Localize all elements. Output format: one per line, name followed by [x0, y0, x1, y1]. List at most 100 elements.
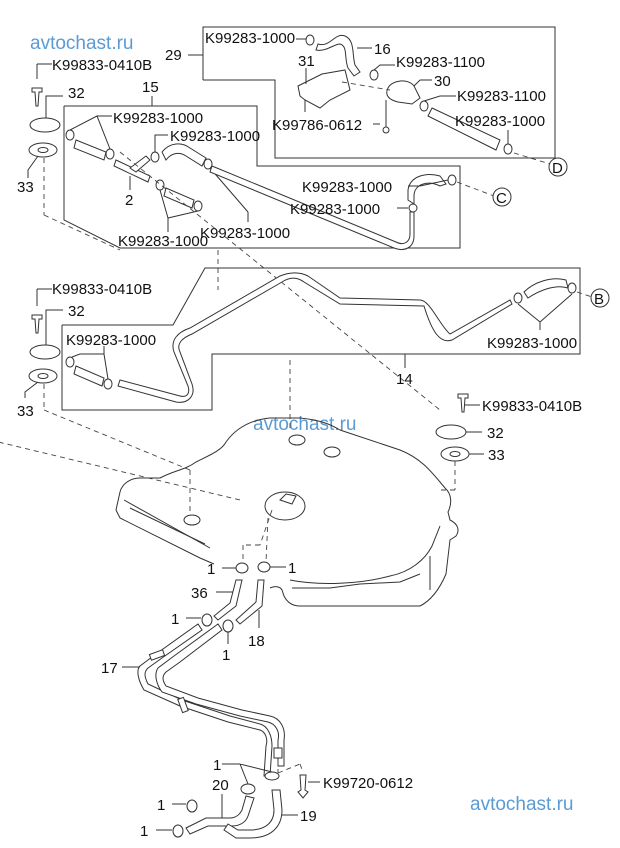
clip-icon	[447, 174, 457, 186]
watermark-top: avtochast.ru	[30, 33, 134, 54]
label-15-clip-d[interactable]: K99283-1000	[200, 225, 290, 242]
washer-hole	[37, 147, 49, 153]
callout-d-label: D	[552, 160, 563, 177]
clip-icon	[203, 158, 213, 170]
tank-mount-hole	[323, 446, 341, 458]
clip-icon	[257, 561, 271, 573]
pipe-14	[117, 272, 513, 403]
clip-icon	[419, 100, 429, 112]
tank-mount-hole	[183, 514, 201, 526]
label-20[interactable]: 20	[212, 777, 229, 794]
clip-icon	[65, 129, 75, 141]
label-mid-screw[interactable]: K99833-0410B	[52, 281, 152, 298]
label-17[interactable]: 17	[101, 660, 118, 677]
hose-20	[185, 795, 255, 835]
fuel-pump-flange	[264, 491, 306, 521]
clip-icon	[305, 34, 315, 46]
pipe-bracket	[273, 747, 283, 759]
clip-icon	[150, 151, 160, 163]
screw-icon	[31, 87, 43, 107]
label-16[interactable]: 16	[374, 41, 391, 58]
label-15-clip-f[interactable]: K99283-1000	[290, 201, 380, 218]
washer-hole	[37, 373, 49, 379]
label-29-end-clip[interactable]: K99283-1000	[455, 113, 545, 130]
label-16-clip[interactable]: K99283-1100	[396, 54, 485, 71]
clip-icon	[240, 783, 256, 795]
screw-icon	[457, 393, 469, 413]
label-14[interactable]: 14	[396, 371, 413, 388]
label-right-32[interactable]: 32	[487, 425, 504, 442]
clip-icon	[103, 378, 113, 390]
label-14-clip-left[interactable]: K99283-1000	[66, 332, 156, 349]
washer-hole	[449, 451, 461, 457]
clip-icon	[65, 356, 75, 368]
clip-icon	[369, 69, 379, 81]
label-19[interactable]: 19	[300, 808, 317, 825]
hose-36	[213, 579, 243, 621]
label-clip-1d[interactable]: 1	[222, 647, 230, 664]
label-mid-32[interactable]: 32	[68, 303, 85, 320]
assembly-14-box	[61, 267, 581, 411]
tank-mount-hole	[288, 434, 306, 446]
label-15-clip-b[interactable]: K99283-1000	[170, 128, 260, 145]
label-36[interactable]: 36	[191, 585, 208, 602]
label-clip-1e[interactable]: 1	[213, 757, 221, 774]
label-bottom-bolt[interactable]: K99720-0612	[323, 775, 413, 792]
label-clip-1c[interactable]: 1	[171, 611, 179, 628]
clip-icon	[105, 148, 115, 160]
label-top-33[interactable]: 33	[17, 179, 34, 196]
clip-icon	[172, 824, 184, 838]
callout-b	[590, 288, 610, 308]
hose-to-d	[427, 107, 501, 151]
label-30[interactable]: 30	[434, 73, 451, 90]
label-top-32[interactable]: 32	[68, 85, 85, 102]
hose-19	[223, 789, 283, 839]
label-right-33[interactable]: 33	[488, 447, 505, 464]
label-mid-33[interactable]: 33	[17, 403, 34, 420]
clip-icon	[235, 562, 249, 574]
label-15-clip-e[interactable]: K99283-1000	[302, 179, 392, 196]
hose-18	[235, 579, 265, 625]
callout-c	[492, 187, 512, 207]
label-30-clip[interactable]: K99283-1100	[457, 88, 546, 105]
label-29-clip[interactable]: K99283-1000	[205, 30, 295, 47]
label-2[interactable]: 2	[125, 192, 133, 209]
label-15-clip-a[interactable]: K99283-1000	[113, 110, 203, 127]
pipe-17-second	[155, 623, 285, 767]
clip-icon	[503, 143, 513, 155]
clip-icon	[186, 799, 198, 813]
tee-connector-2	[113, 159, 151, 183]
label-29[interactable]: 29	[165, 47, 182, 64]
fuel-tank	[115, 417, 459, 607]
label-15[interactable]: 15	[142, 79, 159, 96]
label-top-screw[interactable]: K99833-0410B	[52, 57, 152, 74]
assembly-15-box	[63, 105, 461, 249]
grommet-32-icon	[29, 117, 61, 133]
hose-14-right	[523, 278, 569, 299]
label-clip-1a[interactable]: 1	[207, 561, 215, 578]
label-14-clip-right[interactable]: K99283-1000	[487, 335, 577, 352]
label-15-clip-c[interactable]: K99283-1000	[118, 233, 208, 250]
label-31-bolt[interactable]: K99786-0612	[272, 117, 362, 134]
clip-icon	[513, 292, 523, 304]
label-18[interactable]: 18	[248, 633, 265, 650]
label-clip-1g[interactable]: 1	[140, 823, 148, 840]
screw-icon	[31, 314, 43, 334]
valve-30	[386, 80, 421, 105]
hose-15-lower	[163, 187, 195, 209]
label-clip-1f[interactable]: 1	[157, 797, 165, 814]
clip-icon	[264, 771, 280, 781]
hose-to-c	[407, 174, 447, 205]
pipe-clamp	[148, 649, 166, 661]
bolt-icon	[297, 774, 309, 799]
callout-b-label: B	[594, 291, 604, 308]
hose-16	[315, 34, 361, 77]
label-31[interactable]: 31	[298, 53, 315, 70]
clip-icon	[193, 200, 203, 212]
grommet-32-icon	[29, 344, 61, 360]
bracket-31	[297, 69, 351, 109]
watermark-middle: avtochast.ru	[253, 414, 357, 435]
label-right-screw[interactable]: K99833-0410B	[482, 398, 582, 415]
label-clip-1b[interactable]: 1	[288, 560, 296, 577]
